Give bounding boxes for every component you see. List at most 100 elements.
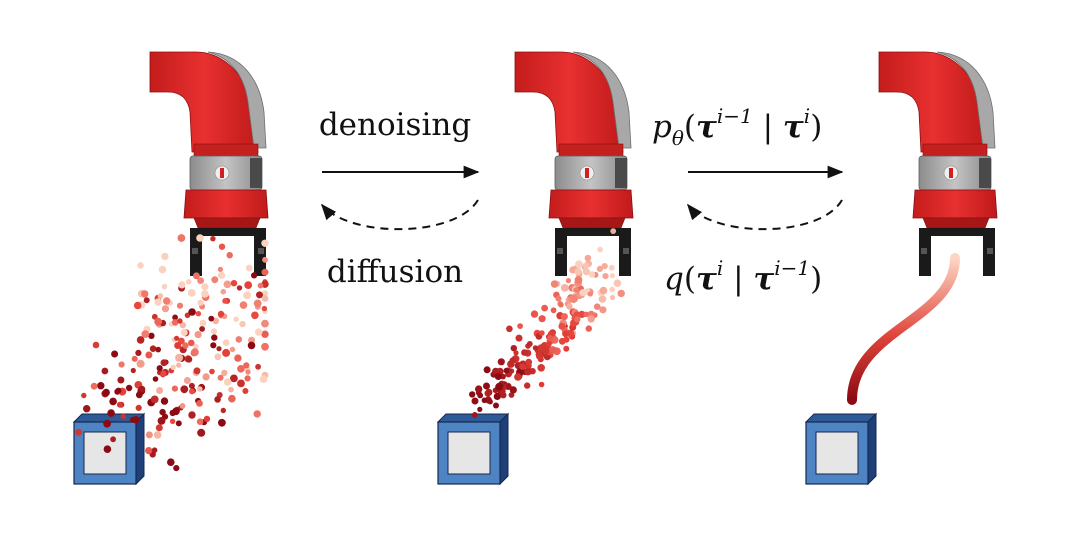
- trajectory-point: [597, 266, 603, 272]
- trajectory-point: [261, 240, 268, 247]
- trajectory-point: [141, 290, 148, 297]
- trajectory-point: [218, 311, 224, 317]
- trajectory-point: [154, 431, 162, 439]
- target-box-icon: [806, 414, 876, 484]
- reverse-process-formula: pθ(τi−1 | τi): [652, 104, 822, 150]
- trajectory-point: [161, 359, 168, 366]
- trajectory-point: [248, 342, 256, 350]
- trajectory-point: [178, 234, 186, 242]
- trajectory-point: [506, 326, 513, 333]
- trajectory-point: [197, 300, 203, 306]
- trajectory-point: [209, 369, 215, 375]
- diffusion-arrow: [322, 200, 478, 229]
- trajectory-point: [510, 358, 516, 364]
- trajectory-point: [521, 349, 528, 356]
- trajectory-point: [584, 312, 590, 318]
- partially-denoised-trajectory-points: [469, 228, 625, 418]
- trajectory-point: [261, 331, 268, 338]
- denoising-label: denoising: [319, 107, 471, 143]
- trajectory-point: [261, 343, 269, 351]
- trajectory-point: [197, 386, 203, 392]
- trajectory-point: [201, 283, 208, 290]
- trajectory-point: [196, 234, 204, 242]
- trajectory-point: [180, 385, 188, 393]
- trajectory-point: [210, 342, 216, 348]
- trajectory-point: [255, 328, 262, 335]
- trajectory-point: [251, 272, 257, 278]
- trajectory-point: [177, 318, 182, 323]
- trajectory-point: [228, 395, 236, 403]
- trajectory-point: [174, 336, 179, 341]
- trajectory-point: [262, 257, 268, 263]
- trajectory-point: [475, 385, 482, 392]
- trajectory-point: [610, 228, 616, 234]
- trajectory-point: [170, 419, 175, 424]
- trajectory-point: [221, 289, 227, 295]
- trajectory-point: [130, 417, 136, 423]
- trajectory-point: [243, 362, 249, 368]
- trajectory-point: [75, 429, 82, 436]
- trajectory-point: [152, 447, 158, 453]
- trajectory-point: [514, 373, 522, 381]
- trajectory-point: [244, 281, 252, 289]
- trajectory-point: [230, 347, 235, 352]
- trajectory-point: [193, 272, 200, 279]
- trajectory-point: [158, 417, 166, 425]
- trajectory-point: [146, 431, 153, 438]
- trajectory-point: [583, 268, 590, 275]
- trajectory-point: [103, 420, 111, 428]
- trajectory-point: [104, 445, 112, 453]
- trajectory-point: [144, 297, 150, 303]
- trajectory-point: [575, 268, 582, 275]
- trajectory-point: [223, 339, 230, 346]
- trajectory-point: [546, 342, 552, 348]
- trajectory-point: [254, 300, 262, 308]
- trajectory-point: [91, 383, 98, 390]
- trajectory-point: [234, 354, 241, 361]
- trajectory-point: [242, 388, 248, 394]
- trajectory-point: [495, 373, 502, 380]
- trajectory-point: [189, 388, 195, 394]
- robot-arm-icon: [515, 52, 633, 276]
- trajectory-point: [609, 287, 615, 293]
- trajectory-point: [597, 247, 603, 253]
- trajectory-point: [181, 329, 188, 336]
- trajectory-point: [156, 387, 163, 394]
- trajectory-point: [176, 420, 182, 426]
- trajectory-point: [561, 284, 569, 292]
- trajectory-point: [102, 368, 109, 375]
- trajectory-point: [570, 295, 578, 303]
- trajectory-point: [159, 409, 165, 415]
- trajectory-point: [197, 429, 205, 437]
- trajectory-point: [103, 389, 110, 396]
- trajectory-point: [531, 310, 538, 317]
- trajectory-point: [126, 385, 132, 391]
- trajectory-point: [558, 302, 563, 307]
- target-box-icon: [438, 414, 508, 484]
- robot-arm-icon: [150, 52, 268, 276]
- trajectory-point: [173, 465, 179, 471]
- trajectory-point: [536, 353, 543, 360]
- trajectory-point: [162, 284, 168, 290]
- trajectory-point: [498, 358, 505, 365]
- trajectory-point: [236, 336, 243, 343]
- trajectory-point: [563, 346, 569, 352]
- trajectory-point: [575, 260, 583, 268]
- trajectory-point: [194, 367, 201, 374]
- trajectory-point: [586, 325, 592, 331]
- trajectory-point: [262, 306, 267, 311]
- trajectory-point: [211, 334, 217, 340]
- trajectory-point: [137, 336, 145, 344]
- trajectory-point: [239, 321, 245, 327]
- trajectory-point: [137, 262, 144, 269]
- trajectory-point: [485, 390, 492, 397]
- trajectory-point: [157, 365, 163, 371]
- trajectory-point: [261, 320, 269, 328]
- trajectory-point: [117, 402, 123, 408]
- trajectory-point: [191, 348, 199, 356]
- trajectory-point: [221, 408, 226, 413]
- trajectory-point: [246, 265, 253, 272]
- trajectory-point: [539, 330, 545, 336]
- trajectory-point: [111, 351, 118, 358]
